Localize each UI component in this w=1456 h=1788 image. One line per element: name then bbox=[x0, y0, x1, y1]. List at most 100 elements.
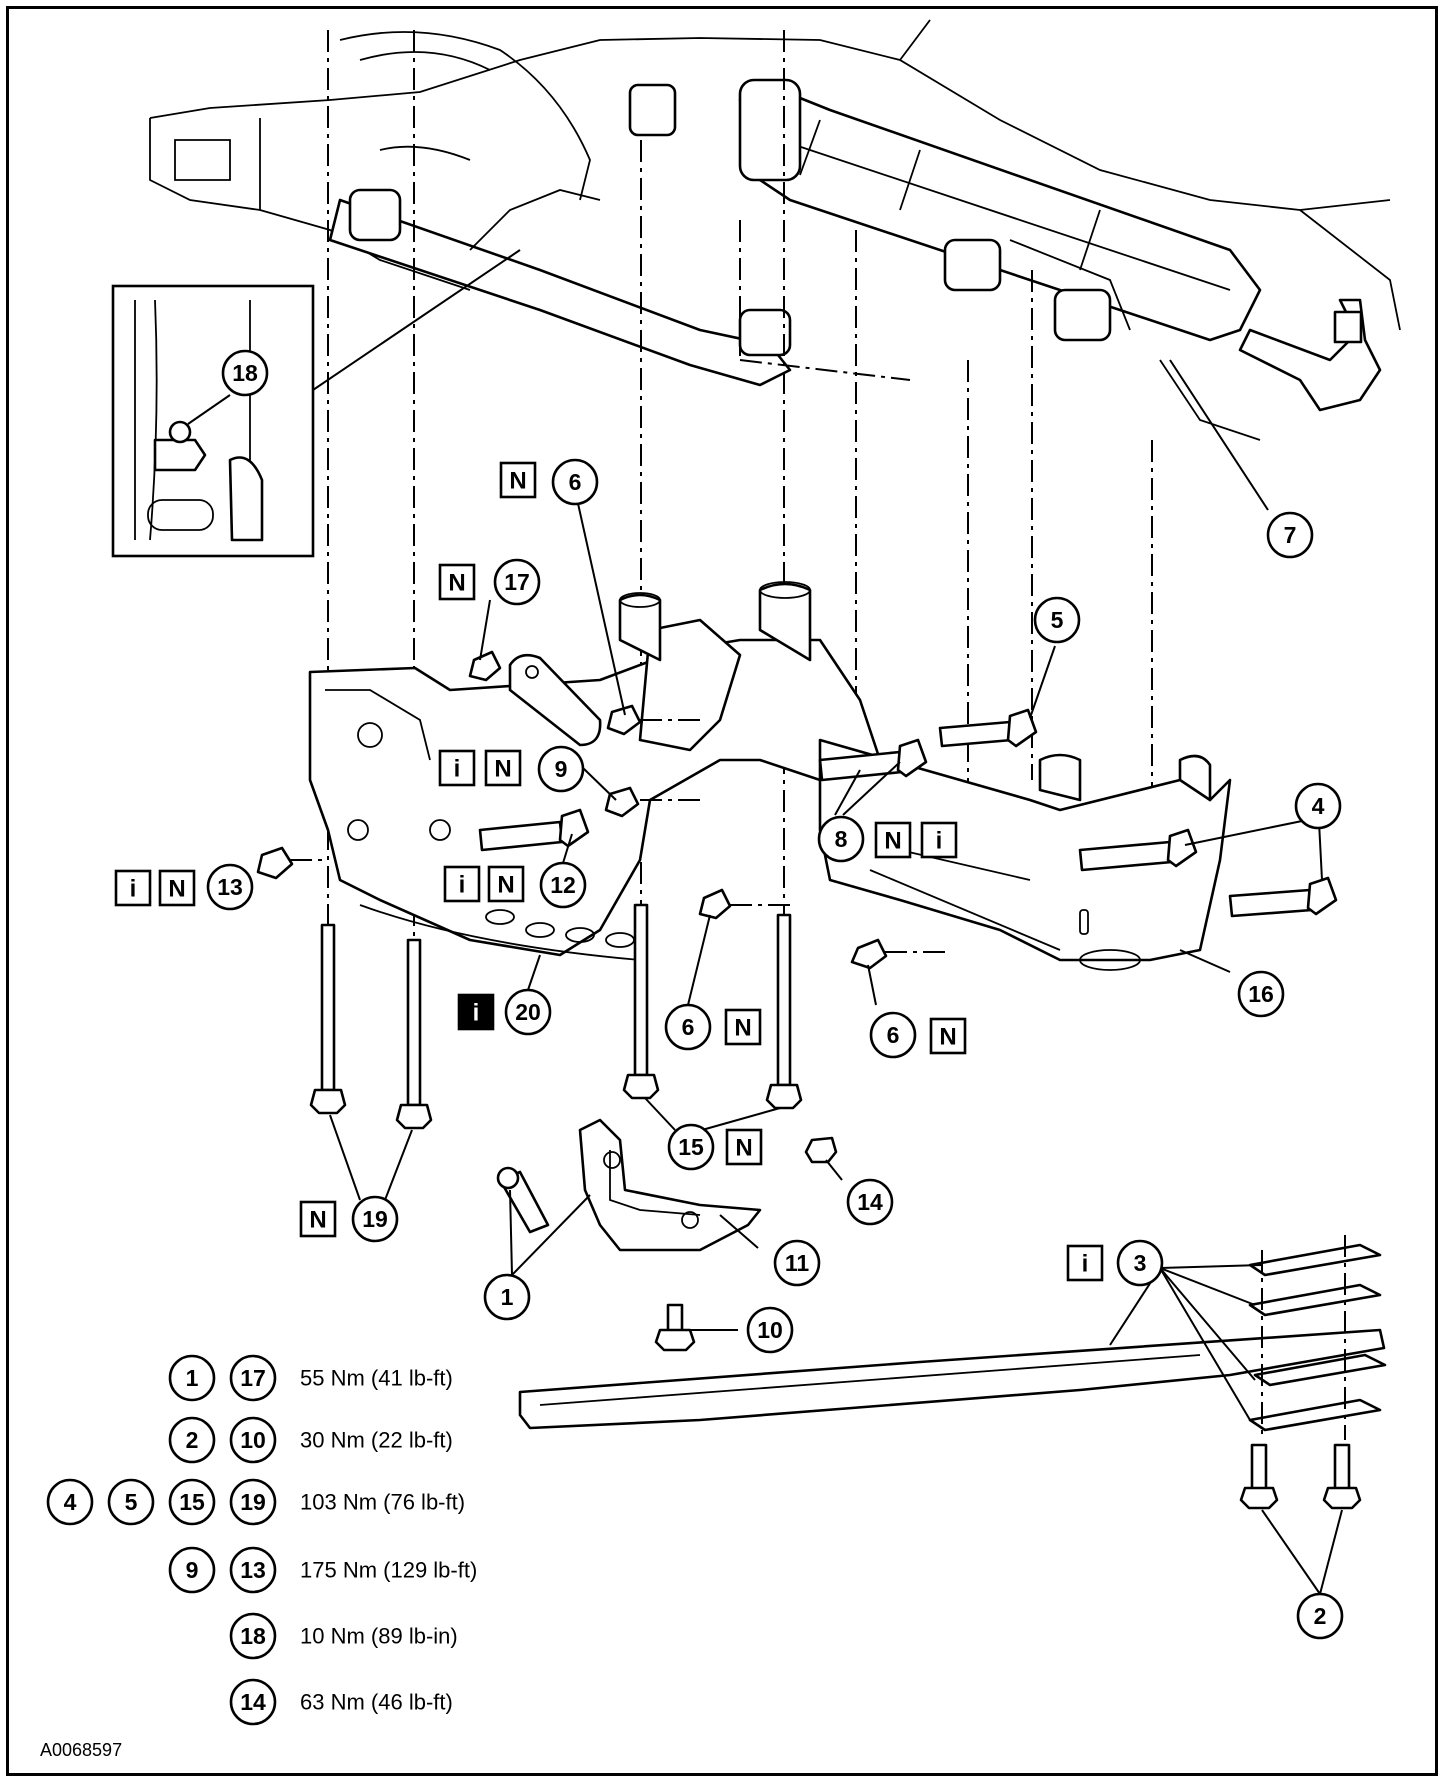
svg-text:18: 18 bbox=[240, 1623, 266, 1649]
svg-text:N: N bbox=[735, 1135, 752, 1162]
svg-text:1: 1 bbox=[501, 1284, 514, 1310]
svg-text:14: 14 bbox=[240, 1689, 266, 1715]
callout-6-lower: 6 bbox=[664, 1003, 712, 1051]
svg-text:5: 5 bbox=[1051, 607, 1064, 633]
torque-row-4: 9 13 175 Nm (129 lb-ft) bbox=[168, 1546, 477, 1594]
torque-row-1: 1 17 55 Nm (41 lb-ft) bbox=[168, 1354, 453, 1402]
new-part-symbol: N bbox=[484, 749, 522, 787]
torque-value: 10 Nm (89 lb-in) bbox=[300, 1624, 458, 1649]
callout-12: 12 bbox=[539, 861, 587, 909]
svg-text:N: N bbox=[509, 468, 526, 495]
new-part-symbol: N bbox=[299, 1200, 337, 1238]
svg-text:9: 9 bbox=[186, 1557, 199, 1583]
svg-text:16: 16 bbox=[1248, 981, 1274, 1007]
svg-text:i: i bbox=[454, 756, 461, 783]
svg-text:20: 20 bbox=[515, 999, 541, 1025]
info-symbol: i bbox=[443, 865, 481, 903]
svg-text:6: 6 bbox=[887, 1022, 900, 1048]
new-part-symbol: N bbox=[487, 865, 525, 903]
svg-text:i: i bbox=[473, 1000, 480, 1027]
svg-text:N: N bbox=[494, 756, 511, 783]
inset-detail-18 bbox=[111, 249, 521, 558]
svg-text:7: 7 bbox=[1284, 522, 1297, 548]
callout-3: 3 bbox=[1116, 1239, 1164, 1287]
svg-text:12: 12 bbox=[550, 872, 576, 898]
torque-value: 30 Nm (22 lb-ft) bbox=[300, 1428, 453, 1453]
torque-row-6: 14 63 Nm (46 lb-ft) bbox=[229, 1678, 453, 1726]
svg-text:15: 15 bbox=[678, 1134, 704, 1160]
svg-text:2: 2 bbox=[1314, 1603, 1327, 1629]
symbol-boxes: N N i N N i i N i N i N N N N i bbox=[114, 461, 1104, 1282]
callout-7: 7 bbox=[1266, 511, 1314, 559]
new-part-symbol: N bbox=[158, 869, 196, 907]
svg-text:N: N bbox=[309, 1207, 326, 1234]
info-symbol: i bbox=[920, 821, 958, 859]
new-part-symbol: N bbox=[725, 1128, 763, 1166]
svg-text:13: 13 bbox=[217, 874, 243, 900]
svg-text:13: 13 bbox=[240, 1557, 266, 1583]
svg-text:15: 15 bbox=[179, 1489, 205, 1515]
info-symbol: i bbox=[1066, 1244, 1104, 1282]
torque-table: 1 17 55 Nm (41 lb-ft) 2 10 30 Nm (22 lb-… bbox=[46, 1354, 477, 1726]
torque-row-3: 4 5 15 19 103 Nm (76 lb-ft) bbox=[46, 1478, 465, 1526]
callout-8: 8 bbox=[817, 815, 865, 863]
callout-13: 13 bbox=[206, 863, 254, 911]
torque-value: 103 Nm (76 lb-ft) bbox=[300, 1490, 465, 1515]
svg-text:17: 17 bbox=[240, 1365, 266, 1391]
vehicle-underbody bbox=[149, 19, 1401, 441]
svg-text:17: 17 bbox=[504, 569, 530, 595]
callout-11: 11 bbox=[773, 1239, 821, 1287]
svg-text:i: i bbox=[1082, 1251, 1089, 1278]
torque-value: 55 Nm (41 lb-ft) bbox=[300, 1366, 453, 1391]
new-part-symbol: N bbox=[874, 821, 912, 859]
info-symbol: i bbox=[438, 749, 476, 787]
svg-text:N: N bbox=[168, 876, 185, 903]
svg-text:1: 1 bbox=[186, 1365, 199, 1391]
svg-text:i: i bbox=[936, 828, 943, 855]
link-bracket bbox=[508, 653, 602, 747]
svg-text:i: i bbox=[459, 872, 466, 899]
torque-row-5: 18 10 Nm (89 lb-in) bbox=[229, 1612, 458, 1660]
svg-text:4: 4 bbox=[64, 1489, 77, 1515]
new-part-symbol: N bbox=[929, 1017, 967, 1055]
svg-text:19: 19 bbox=[362, 1206, 388, 1232]
svg-text:9: 9 bbox=[555, 756, 568, 782]
svg-text:2: 2 bbox=[186, 1427, 199, 1453]
callout-16: 16 bbox=[1237, 970, 1285, 1018]
new-part-symbol: N bbox=[724, 1008, 762, 1046]
callout-4: 4 bbox=[1294, 782, 1342, 830]
svg-text:10: 10 bbox=[757, 1317, 783, 1343]
svg-text:19: 19 bbox=[240, 1489, 266, 1515]
fasteners bbox=[256, 650, 1362, 1510]
svg-text:N: N bbox=[448, 570, 465, 597]
svg-text:6: 6 bbox=[569, 469, 582, 495]
torque-row-2: 2 10 30 Nm (22 lb-ft) bbox=[168, 1416, 453, 1464]
callout-18: 18 bbox=[221, 349, 269, 397]
torque-value: 175 Nm (129 lb-ft) bbox=[300, 1558, 477, 1583]
svg-text:10: 10 bbox=[240, 1427, 266, 1453]
callout-5: 5 bbox=[1033, 596, 1081, 644]
svg-text:i: i bbox=[130, 876, 137, 903]
svg-text:4: 4 bbox=[1312, 793, 1325, 819]
svg-text:6: 6 bbox=[682, 1014, 695, 1040]
bracket-11 bbox=[578, 1118, 762, 1252]
callout-17: 17 bbox=[493, 558, 541, 606]
callouts: 18 6 7 17 5 9 4 8 13 12 16 20 6 6 15 14 … bbox=[206, 349, 1344, 1640]
callout-2: 2 bbox=[1296, 1592, 1344, 1640]
svg-text:3: 3 bbox=[1134, 1250, 1147, 1276]
svg-text:11: 11 bbox=[785, 1250, 810, 1276]
figure-id: A0068597 bbox=[40, 1740, 122, 1760]
svg-text:N: N bbox=[884, 828, 901, 855]
callout-15: 15 bbox=[667, 1123, 715, 1171]
svg-text:5: 5 bbox=[125, 1489, 138, 1515]
callout-10: 10 bbox=[746, 1306, 794, 1354]
svg-text:14: 14 bbox=[857, 1189, 883, 1215]
callout-1: 1 bbox=[483, 1273, 531, 1321]
new-part-symbol: N bbox=[499, 461, 537, 499]
diagram-frame bbox=[6, 6, 1438, 1776]
info-symbol: i bbox=[114, 869, 152, 907]
svg-text:N: N bbox=[497, 872, 514, 899]
svg-text:N: N bbox=[734, 1015, 751, 1042]
callout-19: 19 bbox=[351, 1195, 399, 1243]
